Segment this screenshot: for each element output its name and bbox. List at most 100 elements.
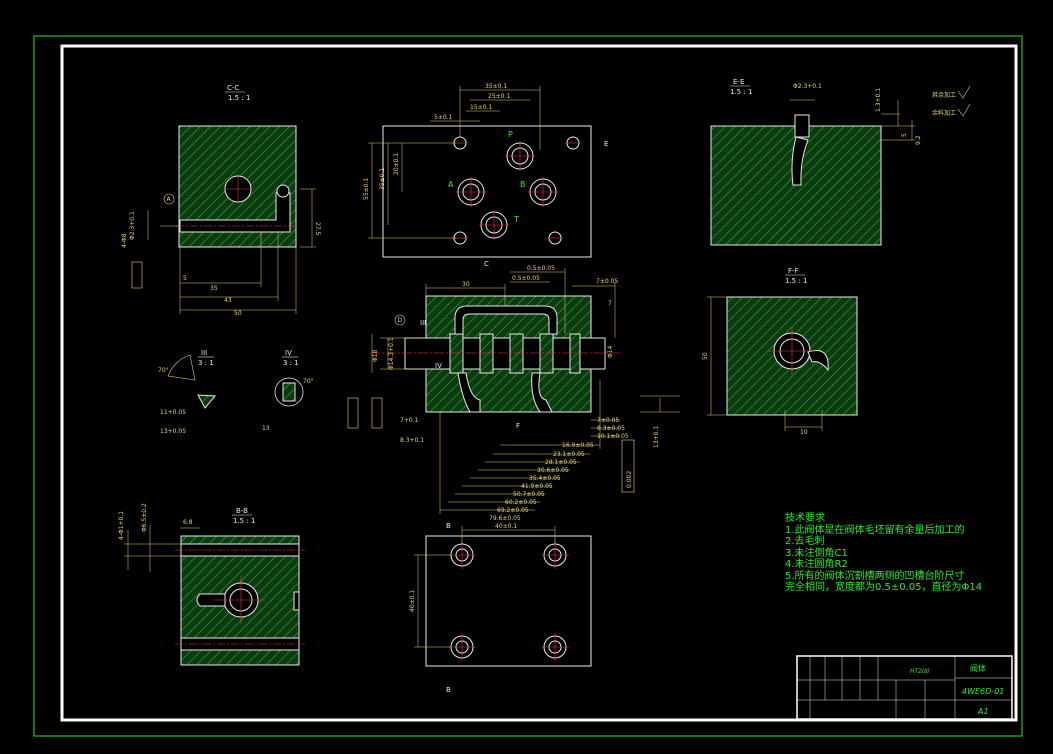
view-iv-scale: 3 : 1	[283, 359, 299, 367]
main-dim-306: 30.6±0.05	[537, 467, 569, 474]
iv-dim-70: 70°	[303, 378, 314, 385]
notes-line: 完全相同，宽度都为0.5±0.05，直径为Φ14	[785, 582, 983, 593]
main-tol-0002: 0.002	[626, 471, 633, 488]
view-top: P A B T 35±0.1 25±0.1 15±0.1 5±0.1 55±0.…	[363, 83, 608, 258]
ee-dim-13: 1.3+0.1	[875, 88, 882, 112]
ee-dim-5: 5	[901, 133, 908, 137]
main-dim-101: 10.1±0.05	[597, 433, 629, 440]
bottom-section-b1: B	[446, 522, 451, 530]
main-dim-phi14: Φ14	[607, 345, 614, 358]
cc-dim-27-5: 27.5	[314, 222, 321, 236]
main-marker-c: C	[484, 260, 489, 268]
cc-dim-35: 35	[210, 285, 218, 292]
view-ff-scale: 1.5 : 1	[785, 277, 807, 285]
ee-tag-1: 其余加工	[932, 91, 956, 99]
main-marker-d: D	[398, 317, 403, 324]
bb-dim-phi65: Φ6.5±0.2	[141, 503, 148, 532]
main-marker-f: F	[516, 422, 520, 430]
notes-line: 5.所有的阀体沉割槽两侧的凹槽台阶尺寸	[785, 570, 965, 582]
cc-marker: A	[167, 196, 172, 203]
main-dim-05a: 0.5±0.05	[527, 265, 555, 272]
notes-line: 2.去毛刺	[785, 536, 825, 547]
notes-line: 3.未注倒角C1	[785, 547, 848, 559]
cc-dim-43: 43	[224, 297, 232, 304]
notes-heading: 技术要求	[785, 513, 825, 524]
main-dim-7pm: 7±0.05	[597, 417, 619, 424]
tb-sheet: A1	[977, 707, 989, 716]
view-detail-iv: IV 3 : 1 70° 13	[262, 349, 314, 432]
main-dim-phi18: Φ18	[372, 349, 379, 362]
view-ff: F-F 1.5 : 1 50 10	[702, 267, 858, 436]
top-dim-35: 35±0.1	[485, 83, 507, 90]
ff-dim-50: 50	[702, 352, 709, 360]
view-main: 30 0.5±0.05 0.5±0.05 7±0.05 7 Φ18 Φ14.3+…	[347, 260, 680, 522]
view-bb: B-B 1.5 : 1 4-Φ1+0.1 Φ6.5±0.2 6.8	[118, 503, 305, 666]
bb-dim-4phi1: 4-Φ1+0.1	[118, 511, 125, 540]
view-cc-scale: 1.5 : 1	[228, 94, 250, 102]
top-dim-5: 5±0.1	[434, 114, 453, 121]
view-bottom: 40±0.1 40±0.1 B B	[409, 522, 592, 694]
bottom-dim-40h: 40±0.1	[495, 523, 517, 530]
cc-dim-phi8: 4-Φ8	[121, 233, 128, 248]
main-dim-354: 35.4±0.05	[529, 475, 561, 482]
top-dim-20: 20±0.1	[393, 153, 400, 175]
main-dim-419: 41.9±0.05	[521, 483, 553, 490]
iii-dim-13: 13+0.05	[160, 428, 186, 435]
main-dim-83pm: 8.3±0.05	[597, 425, 625, 432]
main-dim-05b: 0.5±0.05	[512, 275, 540, 282]
main-dim-7b: 7	[608, 300, 612, 307]
main-dim-231: 23.1±0.05	[553, 451, 585, 458]
port-t: T	[513, 215, 519, 224]
main-marker-iii: III	[420, 319, 426, 327]
cc-dim-phi23: Φ2.3+0.1	[129, 211, 136, 240]
view-iv-title: IV	[285, 349, 292, 357]
title-block: HT200 阀体 4WE6D-01 A1	[796, 655, 1013, 720]
tb-material: HT200	[910, 668, 930, 675]
port-a: A	[448, 180, 454, 189]
top-dim-25: 25±0.1	[488, 93, 510, 100]
port-p: P	[508, 130, 513, 139]
main-dim-30: 30	[462, 281, 470, 288]
top-dim-55: 55±0.1	[363, 178, 370, 200]
tb-drawing-number: 4WE6D-01	[962, 687, 1004, 696]
view-ee: E-E 1.5 : 1 Φ2.3+0.1 1.3+0.1 5 9.2 其余加工 …	[710, 78, 971, 246]
ff-dim-10: 10	[800, 429, 808, 436]
cc-dim-5: 5	[183, 275, 187, 282]
view-ee-scale: 1.5 : 1	[730, 88, 752, 96]
main-dim-507: 50.7±0.05	[513, 491, 545, 498]
bb-dim-68: 6.8	[183, 519, 193, 526]
main-dim-83p: 8.3+0.1	[400, 437, 424, 444]
port-b: B	[520, 180, 526, 189]
tb-part-name: 阀体	[970, 663, 986, 673]
view-cc: C-C 1.5 : 1 35 43 50 27.5 5 Φ2.3+0.1 4-Φ…	[121, 84, 321, 317]
inner-frame	[60, 44, 1018, 722]
view-cc-title: C-C	[227, 84, 239, 92]
iv-dim-13: 13	[262, 425, 270, 432]
ee-dim-92: 9.2	[915, 135, 922, 145]
top-dim-35v: 35±0.1	[379, 168, 386, 190]
top-section-e: E	[604, 140, 608, 148]
main-dim-7: 7±0.05	[596, 278, 618, 285]
ee-tag-2: 余料加工	[932, 109, 956, 117]
notes-line: 1.此阀体是在阀体毛坯留有余量后加工的	[785, 524, 965, 536]
view-bb-scale: 1.5 : 1	[233, 517, 255, 525]
top-dim-15: 15±0.1	[470, 104, 492, 111]
main-dim-796: 79.6±0.05	[489, 515, 521, 522]
main-dim-13: 13+0.1	[653, 426, 660, 448]
main-dim-phi143: Φ14.3+0.1	[388, 337, 395, 370]
main-dim-692: 69.2±0.05	[497, 507, 529, 514]
view-iii-title: III	[201, 349, 207, 357]
notes-line: 4.未注圆角R2	[785, 559, 848, 570]
ee-dim-phi23: Φ2.3+0.1	[793, 83, 822, 90]
main-marker-iv: IV	[435, 362, 442, 370]
view-detail-iii: III 3 : 1 70° 11+0.05 13+0.05	[158, 349, 217, 435]
iii-dim-11: 11+0.05	[160, 409, 186, 416]
bottom-section-b2: B	[446, 686, 451, 694]
bottom-dim-40v: 40±0.1	[409, 590, 416, 612]
main-dim-169: 16.9±0.05	[562, 442, 594, 449]
main-dim-7p: 7+0.1	[400, 417, 419, 424]
technical-notes: 技术要求 1.此阀体是在阀体毛坯留有余量后加工的 2.去毛刺 3.未注倒角C1 …	[785, 513, 982, 594]
main-dim-281: 28.1±0.05	[545, 459, 577, 466]
view-ff-title: F-F	[788, 267, 799, 275]
